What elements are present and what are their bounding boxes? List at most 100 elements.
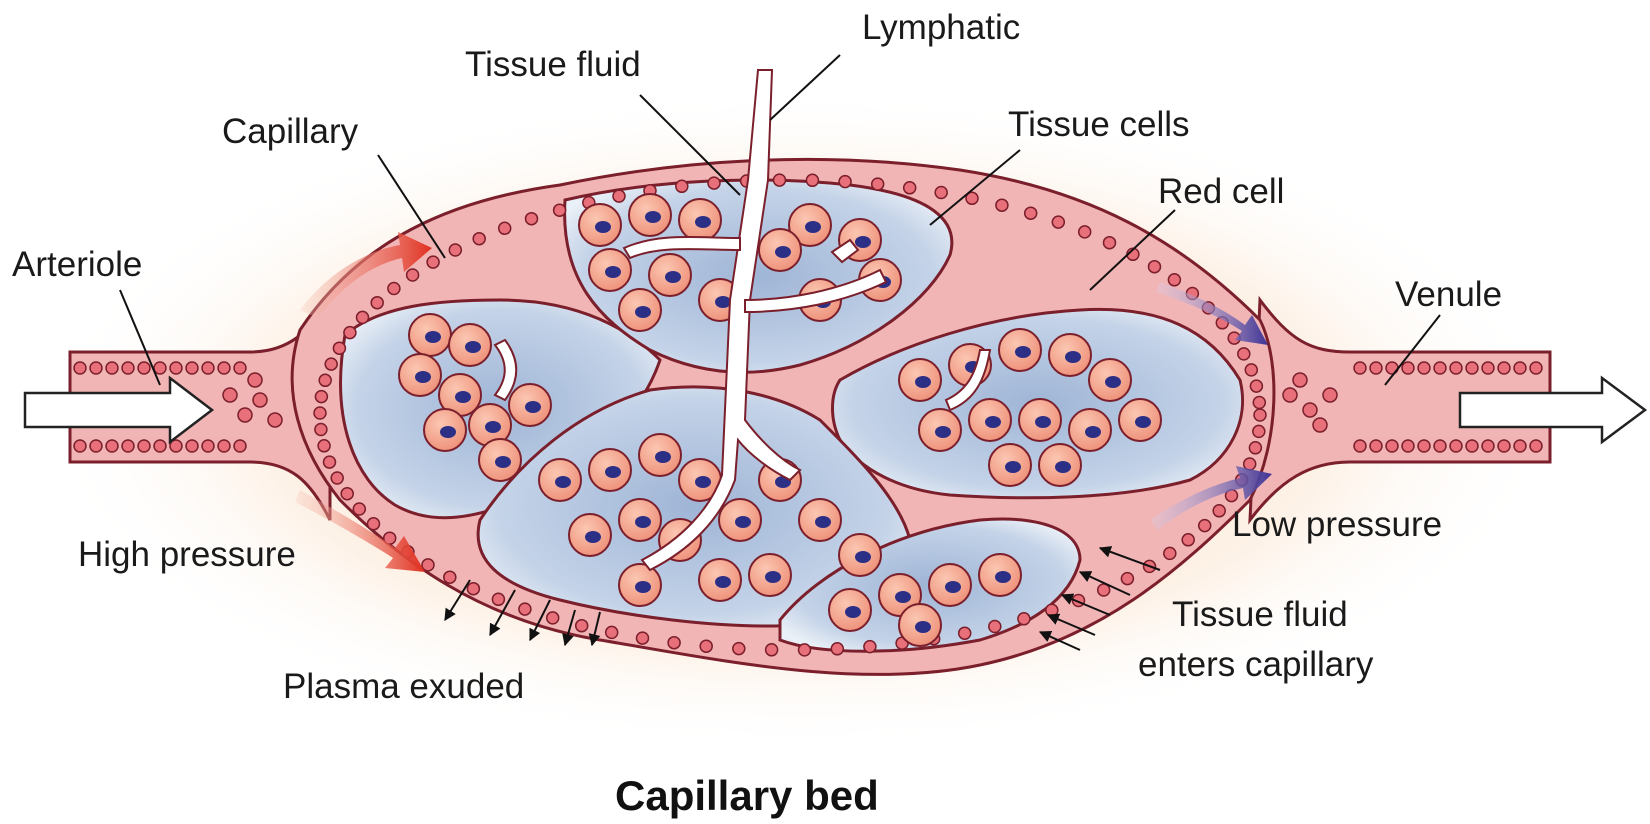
red-cell [872, 178, 884, 190]
red-cell [1482, 362, 1494, 374]
red-cell [1514, 440, 1526, 452]
red-cell [1370, 362, 1382, 374]
red-cell [1450, 362, 1462, 374]
cell-nucleus [485, 421, 501, 433]
cell-nucleus [655, 451, 671, 463]
red-cell [315, 391, 327, 403]
red-cell [1434, 362, 1446, 374]
red-cell [1370, 440, 1382, 452]
label-high-pressure: High pressure [78, 535, 296, 575]
red-cell [170, 362, 182, 374]
cell-nucleus [815, 516, 831, 528]
cell-nucleus [455, 391, 471, 403]
red-cell [218, 362, 230, 374]
cell-nucleus [1015, 346, 1031, 358]
red-cell [154, 440, 166, 452]
red-cell [1418, 362, 1430, 374]
red-cell [268, 413, 282, 427]
red-cell [1450, 440, 1462, 452]
red-cell [223, 388, 237, 402]
cell-nucleus [605, 466, 621, 478]
cell-nucleus [715, 296, 731, 308]
red-cell [1530, 440, 1542, 452]
red-cell [234, 440, 246, 452]
red-cell [1254, 409, 1266, 421]
label-red-cell: Red cell [1158, 172, 1284, 212]
red-cell [407, 269, 419, 281]
red-cell [637, 632, 649, 644]
red-cell [1498, 362, 1510, 374]
red-cell [186, 440, 198, 452]
red-cell [1168, 274, 1180, 286]
red-cell [708, 177, 720, 189]
label-low-pressure: Low pressure [1232, 505, 1442, 545]
red-cell [138, 440, 150, 452]
red-cell [1283, 388, 1297, 402]
red-cell [1079, 226, 1091, 238]
cell-nucleus [735, 516, 751, 528]
red-cell [1018, 613, 1030, 625]
cell-nucleus [525, 401, 541, 413]
red-cell [90, 440, 102, 452]
red-cell [202, 362, 214, 374]
red-cell [1238, 348, 1250, 360]
red-cell [1149, 261, 1161, 273]
red-cell [1052, 216, 1064, 228]
red-cell [935, 187, 947, 199]
cell-nucleus [425, 331, 441, 343]
red-cell [1104, 237, 1116, 249]
red-cell [154, 362, 166, 374]
red-cell [526, 213, 538, 225]
red-cell [499, 222, 511, 234]
red-cell [467, 583, 479, 595]
cell-nucleus [915, 376, 931, 388]
cell-nucleus [695, 476, 711, 488]
cell-nucleus [895, 591, 911, 603]
cell-nucleus [945, 581, 961, 593]
red-cell [357, 311, 369, 323]
cell-nucleus [995, 571, 1011, 583]
red-cell [368, 518, 380, 530]
cell-nucleus [985, 416, 1001, 428]
red-cell [74, 362, 86, 374]
red-cell [1249, 442, 1261, 454]
red-cell [371, 297, 383, 309]
label-lymphatic: Lymphatic [862, 8, 1020, 48]
cell-nucleus [695, 216, 711, 228]
label-venule: Venule [1395, 275, 1502, 315]
red-cell [492, 593, 504, 605]
label-tissue-fluid: Tissue fluid [465, 45, 641, 85]
red-cell [325, 358, 337, 370]
red-cell [331, 472, 343, 484]
red-cell [700, 640, 712, 652]
red-cell [733, 643, 745, 655]
red-cell [473, 233, 485, 245]
red-cell [315, 424, 327, 436]
cell-nucleus [465, 341, 481, 353]
red-cell [106, 440, 118, 452]
red-cell [864, 641, 876, 653]
label-capillary: Capillary [222, 112, 358, 152]
red-cell [1164, 547, 1176, 559]
cell-nucleus [1055, 461, 1071, 473]
red-cell [1182, 534, 1194, 546]
label-tissue-fluid-enters-1: Tissue fluid [1172, 595, 1348, 635]
red-cell [1250, 380, 1262, 392]
red-cell [234, 362, 246, 374]
cell-nucleus [440, 426, 456, 438]
red-cell [831, 643, 843, 655]
cell-nucleus [1035, 416, 1051, 428]
cell-nucleus [635, 581, 651, 593]
red-cell [1386, 440, 1398, 452]
red-cell [1354, 362, 1366, 374]
red-cell [74, 440, 86, 452]
cell-nucleus [845, 606, 861, 618]
red-cell [554, 204, 566, 216]
red-cell [1514, 362, 1526, 374]
red-cell [1402, 440, 1414, 452]
red-cell [519, 603, 531, 615]
cell-nucleus [635, 306, 651, 318]
red-cell [1313, 418, 1327, 432]
red-cell [774, 174, 786, 186]
red-cell [319, 374, 331, 386]
